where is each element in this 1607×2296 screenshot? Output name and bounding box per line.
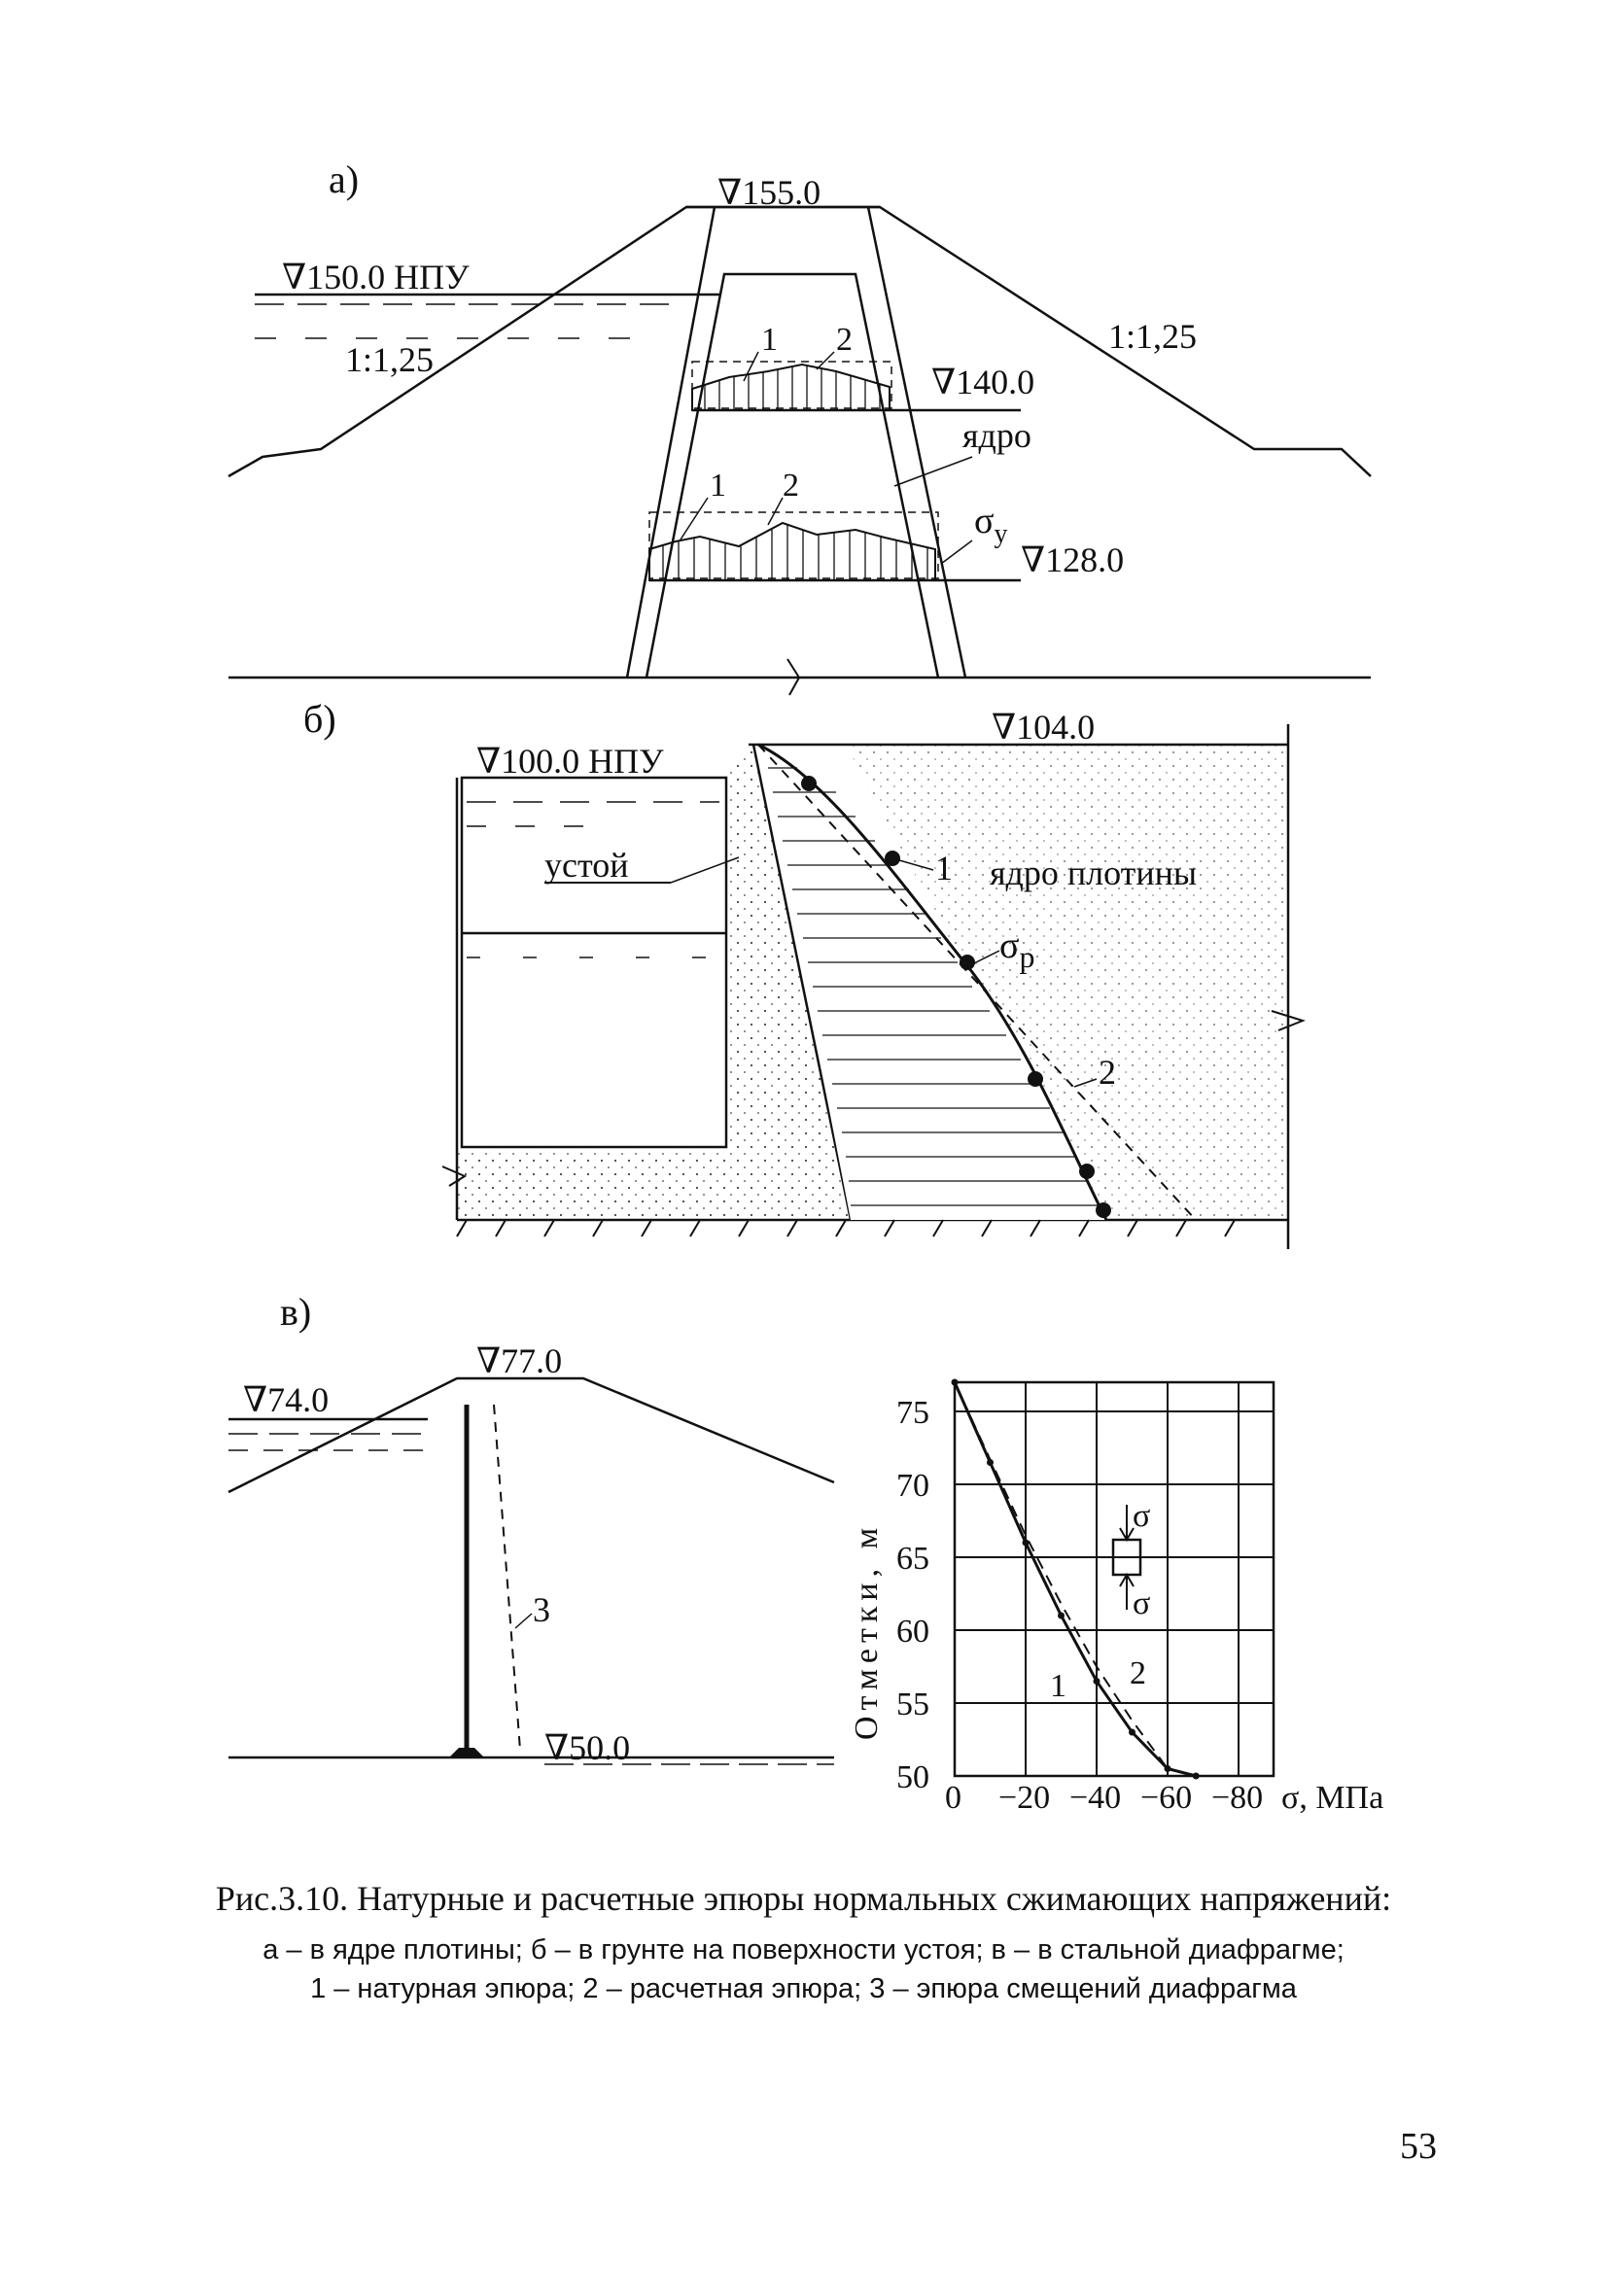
chart-plot-area <box>953 1380 1275 1778</box>
core-inner-outline <box>645 272 940 678</box>
series-point <box>1022 1539 1030 1547</box>
x-tick-label: 0 <box>945 1780 961 1816</box>
water-mark-74: ∇74.0 <box>243 1380 329 1419</box>
curve-2-label-a-upper: 2 <box>836 322 853 358</box>
curve-2-b <box>757 744 1197 1221</box>
y-tick-label: 65 <box>896 1541 929 1577</box>
break-mark-a <box>786 658 801 696</box>
dam-outline-a <box>227 205 1372 478</box>
figure-caption-line-1: а – в ядре плотины; б – в грунте на пове… <box>262 1934 1345 1966</box>
hatch-b <box>768 767 1099 1206</box>
chart-x-label: σ, МПа <box>1281 1780 1383 1816</box>
crest-mark-77: ∇77.0 <box>476 1341 562 1380</box>
figure-caption-line-2: 1 – натурная эпюра; 2 – расчетная эпюра;… <box>310 1973 1297 2004</box>
panel-c: в) ∇77.0 ∇74.0 3 ∇50.0 <box>227 1290 835 1767</box>
panel-c-label: в) <box>280 1290 311 1334</box>
water-mark-100: ∇100.0 НПУ <box>476 742 664 781</box>
crest-mark-104: ∇104.0 <box>992 708 1095 747</box>
foundation-ticks-b <box>456 1219 1236 1237</box>
inset-sigma-bottom: σ <box>1133 1585 1150 1621</box>
chart-grid <box>955 1382 1274 1776</box>
curve-2-label-a-lower: 2 <box>783 468 799 504</box>
series-line-1 <box>953 1381 1197 1778</box>
curve-3-label: 3 <box>533 1590 550 1629</box>
stress-diagram-128 <box>648 521 936 581</box>
series-point <box>1164 1765 1171 1772</box>
x-tick-label: −40 <box>1069 1780 1121 1816</box>
series-label-2: 2 <box>1130 1655 1146 1691</box>
abutment-label: устой <box>544 846 629 885</box>
curve-1-label-b: 1 <box>935 849 953 887</box>
panel-b: б) ∇104.0 ∇100.0 НПУ устой <box>303 697 1306 1249</box>
y-tick-label: 50 <box>896 1759 929 1795</box>
x-tick-label: −80 <box>1211 1780 1263 1816</box>
y-tick-label: 70 <box>896 1468 929 1504</box>
figure-caption-title: Рис.3.10. Натурные и расчетные эпюры нор… <box>215 1879 1392 1918</box>
section-mark-140: ∇140.0 <box>931 363 1034 401</box>
chart-y-ticks: 50 55 60 65 70 75 <box>896 1395 929 1795</box>
panel-b-label: б) <box>303 697 336 741</box>
break-mark-b-left <box>441 1165 468 1187</box>
hatch-140 <box>704 365 881 410</box>
crest-mark-155: ∇155.0 <box>717 173 821 212</box>
abutment-face <box>751 744 853 1221</box>
water-mark-150: ∇150.0 НПУ <box>282 258 470 296</box>
chart-x-ticks: 0 −20 −40 −60 −80 <box>945 1780 1263 1816</box>
break-mark-b <box>1271 1010 1306 1031</box>
series-point <box>1129 1728 1135 1736</box>
series-point <box>1058 1612 1065 1619</box>
slope-right: 1:1,25 <box>1108 317 1197 356</box>
curve-1-label-a-lower: 1 <box>710 468 726 504</box>
section-box-128 <box>648 511 939 579</box>
sigma-y-label: σy <box>974 501 1007 549</box>
y-tick-label: 75 <box>896 1395 929 1431</box>
water-box-b <box>460 776 728 1149</box>
y-tick-label: 55 <box>896 1687 929 1722</box>
series-label-1: 1 <box>1050 1668 1066 1704</box>
core-left-wall-outer <box>625 206 716 678</box>
inset-sigma-top: σ <box>1133 1498 1150 1534</box>
y-tick-label: 60 <box>896 1614 929 1650</box>
curve-1-b <box>757 743 1108 1221</box>
core-label-a: ядро <box>962 416 1031 455</box>
sigma-p-label: σр <box>999 925 1034 974</box>
panel-a-label: а) <box>329 157 359 201</box>
series-point <box>1192 1772 1200 1780</box>
curve-1-label-a-upper: 1 <box>761 322 778 358</box>
core-label-b: ядро плотины <box>990 853 1197 892</box>
displacement-curve-3 <box>493 1404 521 1751</box>
slope-left: 1:1,25 <box>345 340 434 379</box>
stress-diagram-b <box>758 745 1106 1220</box>
section-mark-128: ∇128.0 <box>1021 540 1124 579</box>
curve-2-label-b: 2 <box>1099 1053 1116 1092</box>
panel-a: а) ∇155.0 ∇150.0 НПУ 1:1,25 1:1,25 ∇140.… <box>227 157 1372 696</box>
series-line-2 <box>954 1381 1169 1770</box>
chart-y-label: Отметки, м <box>849 1522 885 1740</box>
x-tick-label: −20 <box>998 1780 1050 1816</box>
core-right-wall-outer <box>866 206 967 678</box>
series-point <box>1093 1678 1100 1685</box>
page-number: 53 <box>1400 2126 1437 2167</box>
x-tick-label: −60 <box>1140 1780 1192 1816</box>
measured-points-b <box>801 776 1111 1218</box>
stress-diagram-140 <box>691 363 891 411</box>
series-point <box>987 1459 994 1466</box>
base-mark-50: ∇50.0 <box>544 1728 630 1767</box>
dam-outline-c <box>227 1376 835 1494</box>
hatch-128 <box>662 525 928 580</box>
